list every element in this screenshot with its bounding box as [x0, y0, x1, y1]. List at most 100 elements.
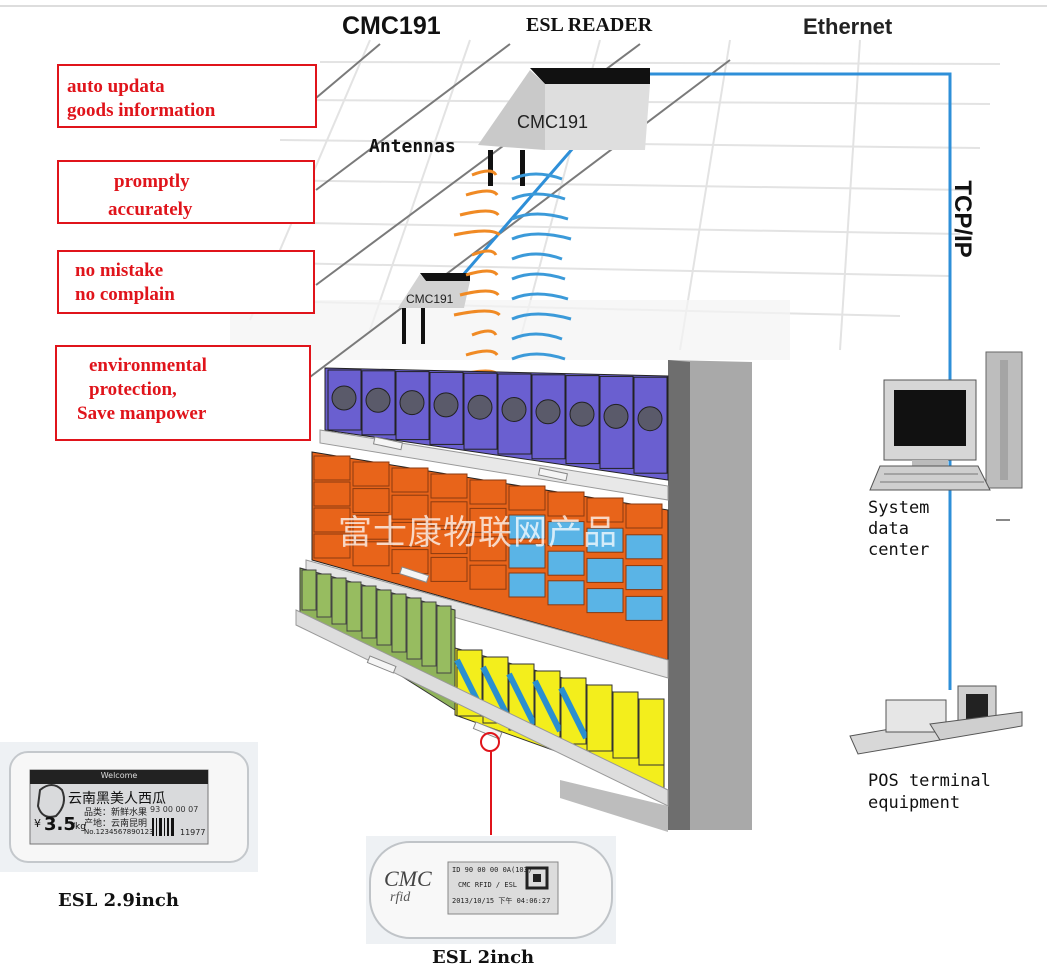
can-item-lid [433, 392, 459, 418]
esl-large-price: 3.5 [44, 814, 76, 835]
box-item [586, 588, 624, 614]
box-item [508, 514, 546, 540]
esl-large-caption: ESL 2.9inch [58, 890, 179, 911]
green-item [331, 577, 347, 625]
box-item [586, 557, 624, 583]
yellow-item [612, 691, 639, 759]
green-item [436, 605, 452, 674]
shelf-middle-products [313, 455, 663, 621]
wave-blue [511, 232, 572, 241]
shelf-unit [295, 360, 752, 832]
header-cmc-label: CMC191 [342, 12, 441, 40]
watermark-text: 富士康物联网产品 [338, 513, 618, 553]
benefit-line: no mistake [75, 260, 164, 281]
esl-small-brand-sub: rfid [390, 890, 411, 905]
wave-blue [511, 172, 563, 181]
green-item [361, 585, 377, 639]
benefit-line: Save manpower [77, 403, 207, 424]
wave-orange [465, 189, 499, 197]
can-item-lid [365, 387, 391, 413]
wave-orange [465, 269, 499, 277]
system-label-line: data [868, 519, 909, 539]
reader-top-label: CMC191 [517, 112, 589, 132]
header-ethernet-label: Ethernet [803, 14, 893, 39]
shelf-top-products [327, 369, 668, 474]
yellow-item-stripe [532, 679, 563, 733]
esl-small-caption: ESL 2inch [432, 947, 535, 968]
yellow-item-stripe [480, 665, 511, 719]
box-item [430, 501, 468, 527]
can-item-lid [603, 403, 629, 429]
box-item [391, 521, 429, 547]
pos-terminal-icon [849, 685, 1023, 755]
green-item [301, 569, 317, 611]
esl-small-brand: CMC [384, 866, 432, 891]
box-item [547, 521, 585, 547]
box-item [508, 572, 546, 598]
wave-orange [453, 229, 501, 237]
box-item [625, 595, 663, 621]
box-item [313, 507, 351, 533]
benefit-line: no complain [75, 284, 175, 305]
wave-orange [465, 349, 499, 357]
benefit-line: protection, [89, 379, 177, 400]
can-item-lid [535, 399, 561, 425]
green-item [406, 597, 422, 660]
pos-terminal-label: POS terminal equipment [868, 770, 991, 814]
green-item [376, 589, 392, 646]
reader-top [478, 68, 650, 186]
esl-large-id: 11977 [180, 828, 206, 837]
wave-orange [459, 209, 500, 217]
box-item [469, 479, 507, 505]
header-reader-label: ESL READER [526, 14, 653, 36]
wave-blue [511, 292, 569, 301]
yellow-item [586, 684, 613, 752]
benefit-line: accurately [108, 199, 193, 220]
yellow-item-stripe [558, 686, 589, 740]
benefit-box-prompt: promptly accurately [57, 160, 315, 224]
box-item [430, 529, 468, 555]
wave-blue [511, 252, 563, 261]
system-label-line: center [868, 540, 930, 560]
tcpip-label: TCP/IP [949, 180, 976, 258]
box-item [352, 541, 390, 567]
box-item [547, 550, 585, 576]
esl-large-device [0, 742, 258, 872]
shelf-lower-green-products [301, 569, 452, 674]
box-item [469, 564, 507, 590]
box-item [391, 467, 429, 493]
green-item [421, 601, 437, 667]
box-item [430, 556, 468, 582]
benefit-box-update: auto updata goods information [57, 64, 317, 128]
can-item-lid [637, 406, 663, 432]
antennas-label: Antennas [369, 136, 456, 157]
box-item [508, 485, 546, 511]
pos-label-line: equipment [868, 793, 961, 813]
box-item [469, 507, 507, 533]
esl-large-code: 93 00 00 07 [150, 805, 199, 814]
esl-large-unit: /kg [72, 822, 86, 832]
wave-blue [511, 192, 566, 201]
green-item [316, 573, 332, 618]
wave-blue [511, 212, 569, 221]
yellow-item [638, 698, 665, 766]
box-item [430, 473, 468, 499]
benefit-box-accuracy: no mistake no complain [57, 250, 315, 314]
esl-large-field2: 产地：云南昆明 [84, 819, 148, 829]
esl-small-row2: CMC RFID / ESL [458, 881, 518, 889]
system-label-line: System [868, 498, 930, 518]
wave-orange [471, 249, 498, 257]
box-item [625, 503, 663, 529]
wave-blue [511, 332, 563, 341]
green-item [391, 593, 407, 653]
esl-large-currency: ¥ [34, 817, 41, 830]
system-data-center-label: System data center [868, 498, 929, 561]
pos-label-line: POS terminal [868, 771, 991, 791]
wave-blue [511, 352, 566, 361]
green-item [346, 581, 362, 632]
box-item [391, 494, 429, 520]
wave-orange [459, 289, 500, 297]
box-item [508, 543, 546, 569]
benefit-line: promptly [114, 171, 190, 192]
